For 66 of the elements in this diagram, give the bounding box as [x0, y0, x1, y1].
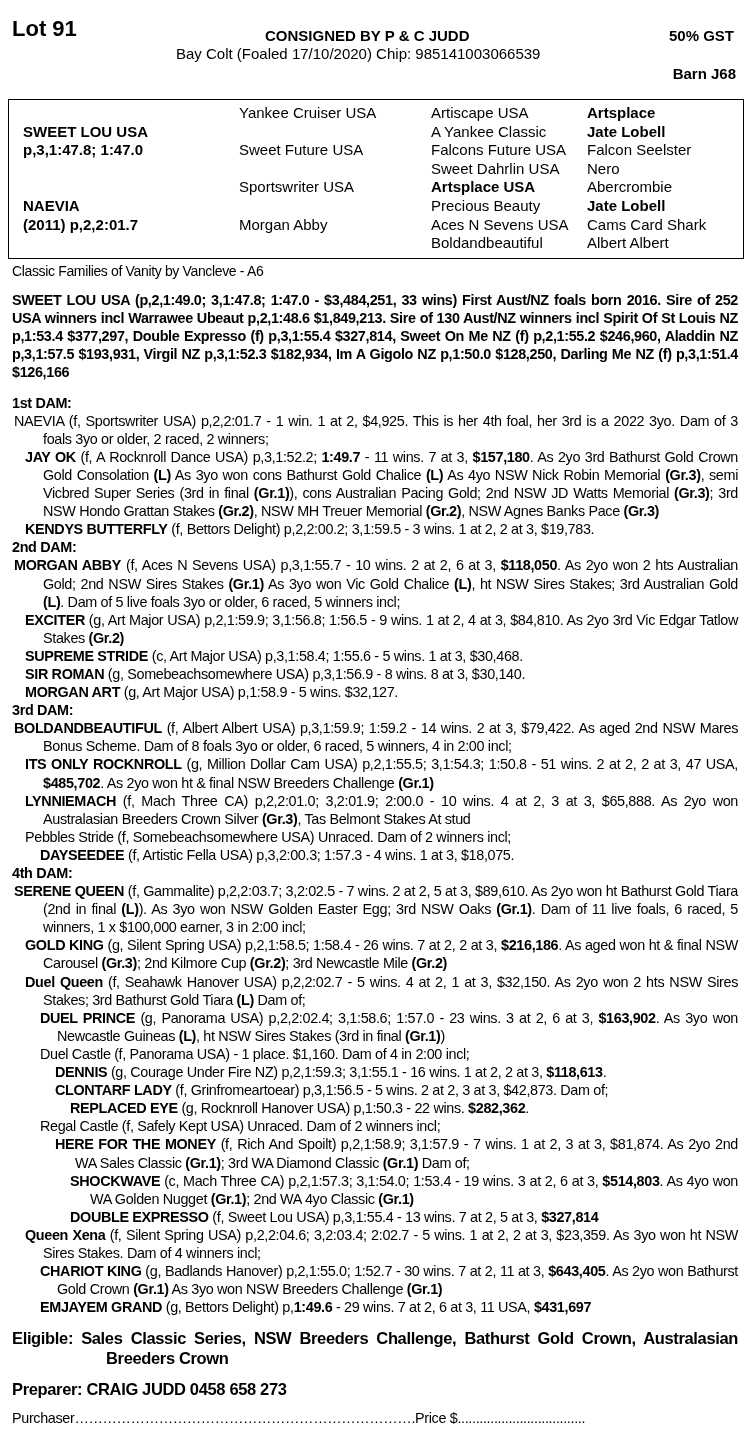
- dam-heading: 2nd DAM:: [12, 538, 78, 557]
- progeny-entry: Pebbles Stride (f, Somebeachsomewhere USA) Unraced. Dam of 2 winners incl;: [24, 827, 512, 846]
- progeny-entry: BOLDANDBEAUTIFUL (f, Albert Albert USA) p,3,1:59.9; 1:59.2 - 14 wins. 2 at 3, $79,422. As aged 2nd NSW Mares Bonus Scheme. Dam of 8 foals 3yo or older, 6 raced, 5 winners, 4 in 2:00 incl;: [13, 719, 738, 756]
- progeny-entry: EXCITER (g, Art Major USA) p,2,1:59.9; 3,1:56.8; 1:56.5 - 9 wins. 1 at 2, 4 at 3, $84,810. As 2yo 3rd Vic Edgar Tatlow Stakes (Gr.2): [24, 610, 738, 647]
- pedigree-name: Cams Card Shark: [587, 215, 707, 235]
- progeny-entry: SUPREME STRIDE (c, Art Major USA) p,3,1:58.4; 1:55.6 - 5 wins. 1 at 3, $30,468.: [24, 646, 524, 665]
- progeny-entry: DOUBLE EXPRESSO (f, Sweet Lou USA) p,3,1:55.4 - 13 wins. 7 at 2, 5 at 3, $327,814: [69, 1207, 600, 1226]
- pedigree-name: SWEET LOU USA: [23, 122, 148, 142]
- pedigree-name: Sportswriter USA: [239, 178, 355, 197]
- pedigree-name: Artsplace USA: [431, 178, 536, 197]
- progeny-entry: Duel Queen (f, Seahawk Hanover USA) p,2,2:02.7 - 5 wins. 4 at 2, 1 at 3, $32,150. As 2yo won 2 hts NSW Sires Stakes; 3rd Bathurst Gold Tiara (L) Dam of;: [24, 972, 738, 1009]
- progeny-entry: MORGAN ART (g, Art Major USA) p,1:58.9 - 5 wins. $32,127.: [24, 683, 399, 702]
- pedigree-name: A Yankee Classic: [431, 122, 547, 142]
- progeny-entry: Regal Castle (f, Safely Kept USA) Unraced. Dam of 2 winners incl;: [39, 1117, 442, 1136]
- progeny-entry: SHOCKWAVE (c, Mach Three CA) p,2,1:57.3; 3,1:54.0; 1:53.4 - 19 wins. 3 at 2, 6 at 3, $514,803. As 4yo won WA Golden Nugget (Gr.1); 2nd WA 4yo Classic (Gr.1): [69, 1171, 738, 1208]
- progeny-entry: LYNNIEMACH (f, Mach Three CA) p,2,2:01.0; 3,2:01.9; 2:00.0 - 10 wins. 4 at 2, 3 at 3, $65,888. As 2yo won Australasian Breeders Crown Silver (Gr.3), Tas Belmont Stakes At stud: [24, 791, 738, 828]
- progeny-entry: JAY OK (f, A Rocknroll Dance USA) p,3,1:52.2; 1:49.7 - 11 wins. 7 at 3, $157,180. As 2yo 3rd Bathurst Gold Crown Gold Consolation (L) As 3yo won cons Bathurst Gold Chalice (L) As 4yo NSW Nick Robin Memorial (Gr.3), semi Vicbred Super Series (3rd in final (Gr.1)), cons Australian Pacing Gold; 2nd NSW JD Watts Memorial (Gr.3); 3rd NSW Hondo Grattan Stakes (Gr.2), NSW MH Treuer Memorial (Gr.2), NSW Agnes Banks Pace (Gr.3): [24, 447, 738, 521]
- progeny-entry: NAEVIA (f, Sportswriter USA) p,2,2:01.7 - 1 win. 1 at 2, $4,925. This is her 4th foal, her 3rd is a 2022 3yo. Dam of 3 foals 3yo or older, 2 raced, 2 winners;: [13, 411, 738, 448]
- progeny-entry: Duel Castle (f, Panorama USA) - 1 place. $1,160. Dam of 4 in 2:00 incl;: [39, 1044, 471, 1064]
- progeny-entry: CLONTARF LADY (f, Grinfromeartoear) p,3,1:56.5 - 5 wins. 2 at 2, 3 at 3, $42,873. Dam of;: [54, 1081, 610, 1100]
- progeny-entry: DENNIS (g, Courage Under Fire NZ) p,2,1:59.3; 3,1:55.1 - 16 wins. 1 at 2, 2 at 3, $118,613.: [54, 1063, 608, 1082]
- barn-number: Barn J68: [672, 65, 736, 82]
- progeny-entry: DUEL PRINCE (g, Panorama USA) p,2,2:02.4; 3,1:58.6; 1:57.0 - 23 wins. 3 at 2, 6 at 3, $163,902. As 3yo won Newcastle Guineas (L), ht NSW Sires Stakes (3rd in final (Gr.1)): [39, 1008, 738, 1045]
- progeny-entry: SERENE QUEEN (f, Gammalite) p,2,2:03.7; 3,2:02.5 - 7 wins. 2 at 2, 5 at 3, $89,610. As 2yo won ht Bathurst Gold Tiara (2nd in final (L)). As 3yo won NSW Golden Easter Egg; 3rd NSW Oaks (Gr.1). Dam of 11 live foals, 6 raced, 5 winners, 1 x $100,000 earner, 3 in 2:00 incl;: [13, 882, 738, 937]
- gst-note: 50% GST: [668, 27, 734, 44]
- pedigree-name: Jate Lobell: [587, 197, 666, 216]
- pedigree-name: Precious Beauty: [431, 197, 541, 216]
- progeny-entry: GOLD KING (g, Silent Spring USA) p,2,1:58.5; 1:58.4 - 26 wins. 7 at 2, 2 at 3, $216,186. As aged won ht & final NSW Carousel (Gr.3); 2nd Kilmore Cup (Gr.2); 3rd Newcastle Mile (Gr.2): [24, 936, 738, 973]
- pedigree-name: NAEVIA: [23, 197, 80, 216]
- progeny-entry: SIR ROMAN (g, Somebeachsomewhere USA) p,3,1:56.9 - 8 wins. 8 at 3, $30,140.: [24, 664, 527, 684]
- dam-heading: 3rd DAM:: [12, 701, 75, 720]
- consignor-heading: CONSIGNED BY P & C JUDD: [265, 27, 470, 44]
- pedigree-name: Falcon Seelster: [587, 141, 692, 160]
- pedigree-name: Artsplace: [587, 104, 656, 123]
- dam-heading: 1st DAM:: [12, 393, 73, 412]
- progeny-entry: CHARIOT KING (g, Badlands Hanover) p,2,1:55.0; 1:52.7 - 30 wins. 7 at 2, 11 at 3, $643,405. As 2yo won Bathurst Gold Crown (Gr.1) As 3yo won NSW Breeders Challenge (Gr.1): [39, 1262, 738, 1299]
- pedigree-name: Artiscape USA: [431, 104, 529, 123]
- pedigree-name: Yankee Cruiser USA: [239, 104, 377, 123]
- pedigree-name: Jate Lobell: [587, 122, 666, 142]
- pedigree-name: Nero: [587, 159, 620, 179]
- progeny-entry: KENDYS BUTTERFLY (f, Bettors Delight) p,2,2:00.2; 3,1:59.5 - 3 wins. 1 at 2, 2 at 3, $19,783.: [24, 520, 596, 539]
- sire-summary: SWEET LOU USA (p,2,1:49.0; 3,1:47.8; 1:47.0 - $3,484,251, 33 wins) First Aust/NZ foals born 2016. Sire of 252 USA winners incl Warrawee Ubeaut p,2,1:48.6 $1,849,213. Sire of 130 Aust/NZ winners incl Spirit Of St Louis NZ p,1:53.4 $377,297, Double Expresso (f) p,3,1:55.4 $327,814, Sweet On Me NZ (f) p,2,1:55.2 $246,960, Aladdin NZ p,3,1:57.5 $193,931, Virgil NZ p,3,1:52.3 $182,934, Im A Gigolo NZ p,1:50.0 $128,250, Darling Me NZ (f) p,3,1:51.4 $126,166: [12, 291, 738, 382]
- progeny-entry: REPLACED EYE (g, Rocknroll Hanover USA) p,1:50.3 - 22 wins. $282,362.: [69, 1099, 530, 1118]
- horse-description: Bay Colt (Foaled 17/10/2020) Chip: 985141003066539: [176, 45, 541, 62]
- pedigree-name: Sweet Future USA: [239, 141, 364, 160]
- pedigree-name: Sweet Dahrlin USA: [431, 159, 560, 179]
- pedigree-name: p,3,1:47.8; 1:47.0: [23, 141, 144, 160]
- pedigree-name: Falcons Future USA: [431, 141, 567, 160]
- progeny-entry: EMJAYEM GRAND (g, Bettors Delight) p,1:49.6 - 29 wins. 7 at 2, 6 at 3, 11 USA, $431,697: [39, 1298, 593, 1317]
- lot-number: Lot 91: [12, 16, 77, 42]
- progeny-entry: Queen Xena (f, Silent Spring USA) p,2,2:04.6; 3,2:03.4; 2:02.7 - 5 wins. 1 at 2, 2 at 3, $23,359. As 3yo won ht NSW Sires Stakes. Dam of 4 winners incl;: [24, 1225, 738, 1263]
- dam-heading: 4th DAM:: [12, 864, 74, 883]
- progeny-entry: ITS ONLY ROCKNROLL (g, Million Dollar Cam USA) p,2,1:55.5; 3,1:54.3; 1:50.8 - 51 wins. 2 at 2, 2 at 3, 47 USA, $485,702. As 2yo won ht & final NSW Breeders Challenge (Gr.1): [24, 755, 738, 792]
- pedigree-name: Abercrombie: [587, 178, 673, 197]
- progeny-entry: MORGAN ABBY (f, Aces N Sevens USA) p,3,1:55.7 - 10 wins. 2 at 2, 6 at 3, $118,050. As 2yo won 2 hts Australian Gold; 2nd NSW Sires Stakes (Gr.1) As 3yo won Vic Gold Chalice (L), ht NSW Sires Stakes; 3rd Australian Gold (L). Dam of 5 live foals 3yo or older, 6 raced, 5 winners incl;: [13, 556, 738, 611]
- pedigree-name: Morgan Abby: [239, 215, 328, 235]
- pedigree-name: Boldandbeautiful: [431, 234, 543, 253]
- purchaser-line: Purchaser……………………………………………………………….Price $...................................: [12, 1409, 587, 1428]
- preparer-line: Preparer: CRAIG JUDD 0458 658 273: [12, 1379, 288, 1400]
- progeny-entry: DAYSEEDEE (f, Artistic Fella USA) p,3,2:00.3; 1:57.3 - 4 wins. 1 at 3, $18,075.: [39, 845, 516, 864]
- pedigree-name: Albert Albert: [587, 234, 669, 253]
- eligibility-note: Eligible: Sales Classic Series, NSW Breeders Challenge, Bathurst Gold Crown, Australasian Breeders Crown: [12, 1328, 738, 1369]
- progeny-entry: HERE FOR THE MONEY (f, Rich And Spoilt) p,2,1:58.9; 3,1:57.9 - 7 wins. 1 at 2, 3 at 3, $81,874. As 2yo 2nd WA Sales Classic (Gr.1); 3rd WA Diamond Classic (Gr.1) Dam of;: [54, 1135, 738, 1172]
- family-note: Classic Families of Vanity by Vancleve - A6: [12, 262, 265, 281]
- pedigree-name: Aces N Sevens USA: [431, 215, 569, 235]
- pedigree-name: (2011) p,2,2:01.7: [23, 215, 139, 235]
